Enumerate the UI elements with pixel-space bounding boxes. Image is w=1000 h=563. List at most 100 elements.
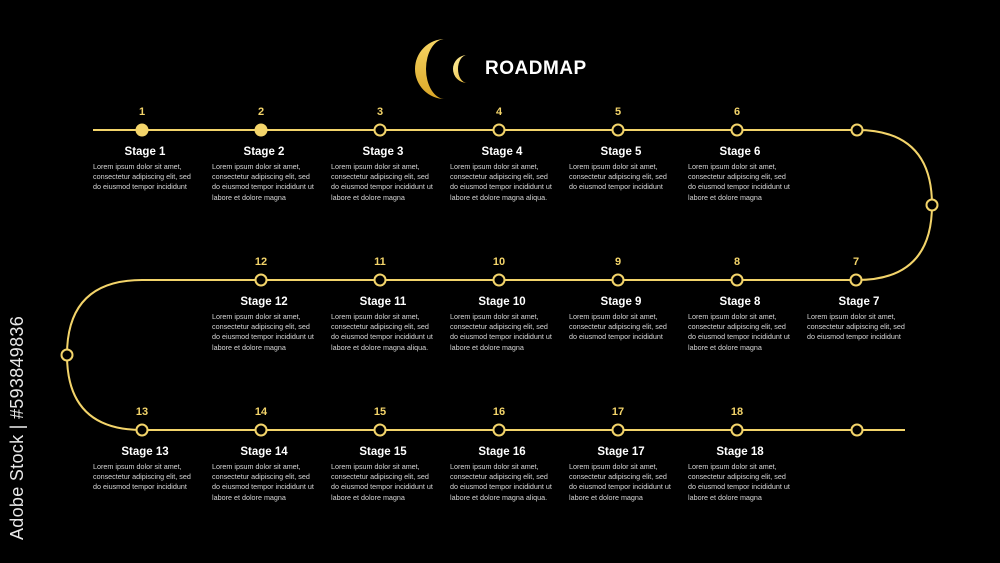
stage-title: Stage 14 [240,446,288,458]
stage-number: 15 [373,406,387,418]
stage-number: 4 [495,106,503,118]
stage-number: 2 [257,106,265,118]
stage-card: Stage 3 Lorem ipsum dolor sit amet, conse… [331,146,435,203]
connector-node [60,348,74,362]
connector-node [925,198,939,212]
stage-card: Stage 11 Lorem ipsum dolor sit amet, cons… [331,296,435,353]
stage-node [373,123,387,137]
header: ROADMAP [415,37,587,101]
stage-description: Lorem ipsum dolor sit amet, consectetur … [212,162,314,202]
stage-title: Stage 5 [600,146,642,158]
stage-number: 17 [611,406,625,418]
stage-node [730,273,744,287]
stage-title: Stage 7 [838,296,880,308]
stage-title: Stage 2 [243,146,285,158]
stage-title: Stage 18 [716,446,764,458]
stage-card: Stage 1 Lorem ipsum dolor sit amet, conse… [93,146,197,193]
stage-number: 11 [374,256,386,268]
stage-number: 12 [254,256,268,268]
stage-title: Stage 13 [121,446,169,458]
stage-node [611,273,625,287]
stage-number: 8 [733,256,741,268]
stage-card: Stage 12 Lorem ipsum dolor sit amet, cons… [212,296,316,353]
stage-title: Stage 1 [124,146,166,158]
stage-node [611,123,625,137]
stage-card: Stage 2 Lorem ipsum dolor sit amet, conse… [212,146,316,203]
stage-node [254,123,268,137]
stage-description: Lorem ipsum dolor sit amet, consectetur … [688,162,790,202]
stage-node [730,123,744,137]
connector-node [850,423,864,437]
stage-number: 1 [138,106,146,118]
stage-description: Lorem ipsum dolor sit amet, consectetur … [212,312,314,352]
stage-card: Stage 9 Lorem ipsum dolor sit amet, conse… [569,296,673,343]
stage-card: Stage 5 Lorem ipsum dolor sit amet, conse… [569,146,673,193]
stage-title: Stage 10 [478,296,526,308]
stage-node [492,123,506,137]
stage-description: Lorem ipsum dolor sit amet, consectetur … [93,162,191,192]
stage-description: Lorem ipsum dolor sit amet, consectetur … [331,462,433,502]
stage-card: Stage 17 Lorem ipsum dolor sit amet, cons… [569,446,673,503]
stage-title: Stage 11 [359,296,407,308]
stage-number: 5 [614,106,622,118]
connector-node [850,123,864,137]
page-title: ROADMAP [485,58,587,79]
stage-description: Lorem ipsum dolor sit amet, consectetur … [212,462,314,502]
stage-node [849,273,863,287]
stage-description: Lorem ipsum dolor sit amet, consectetur … [450,162,552,202]
stock-id-label: Adobe Stock | #593849836 [7,315,27,540]
stage-card: Stage 14 Lorem ipsum dolor sit amet, cons… [212,446,316,503]
stage-title: Stage 6 [719,146,761,158]
stage-card: Stage 18 Lorem ipsum dolor sit amet, cons… [688,446,792,503]
stage-title: Stage 15 [359,446,407,458]
stage-description: Lorem ipsum dolor sit amet, consectetur … [688,312,790,352]
stage-card: Stage 7 Lorem ipsum dolor sit amet, conse… [807,296,911,343]
stage-card: Stage 15 Lorem ipsum dolor sit amet, cons… [331,446,435,503]
stage-card: Stage 6 Lorem ipsum dolor sit amet, conse… [688,146,792,203]
stage-card: Stage 10 Lorem ipsum dolor sit amet, cons… [450,296,554,353]
stage-number: 6 [733,106,741,118]
stage-title: Stage 3 [362,146,404,158]
stage-number: 14 [254,406,268,418]
stage-description: Lorem ipsum dolor sit amet, consectetur … [331,162,433,202]
stage-title: Stage 16 [478,446,526,458]
stage-node [373,273,387,287]
stage-number: 10 [492,256,506,268]
stage-description: Lorem ipsum dolor sit amet, consectetur … [569,462,671,502]
stage-title: Stage 4 [481,146,523,158]
stage-title: Stage 8 [719,296,761,308]
stage-title: Stage 12 [240,296,288,308]
stage-number: 9 [614,256,622,268]
stage-title: Stage 17 [597,446,645,458]
stage-description: Lorem ipsum dolor sit amet, consectetur … [569,162,667,192]
stage-description: Lorem ipsum dolor sit amet, consectetur … [450,312,552,352]
stage-node [492,273,506,287]
stage-number: 3 [376,106,384,118]
crescent-logo-icon [415,39,467,99]
stage-number: 18 [730,406,744,418]
stage-node [730,423,744,437]
stage-number: 7 [852,256,860,268]
stage-card: Stage 8 Lorem ipsum dolor sit amet, conse… [688,296,792,353]
stage-number: 13 [135,406,149,418]
stage-node [254,423,268,437]
stage-node [135,423,149,437]
stage-description: Lorem ipsum dolor sit amet, consectetur … [569,312,667,342]
stage-node [254,273,268,287]
stage-card: Stage 4 Lorem ipsum dolor sit amet, conse… [450,146,554,203]
stage-description: Lorem ipsum dolor sit amet, consectetur … [807,312,905,342]
stage-number: 16 [492,406,506,418]
stage-description: Lorem ipsum dolor sit amet, consectetur … [93,462,191,492]
stage-description: Lorem ipsum dolor sit amet, consectetur … [450,462,552,502]
stage-node [135,123,149,137]
stage-title: Stage 9 [600,296,642,308]
stage-card: Stage 16 Lorem ipsum dolor sit amet, cons… [450,446,554,503]
stage-description: Lorem ipsum dolor sit amet, consectetur … [688,462,790,502]
stage-node [611,423,625,437]
stage-node [373,423,387,437]
stage-node [492,423,506,437]
stage-card: Stage 13 Lorem ipsum dolor sit amet, cons… [93,446,197,493]
stage-description: Lorem ipsum dolor sit amet, consectetur … [331,312,433,352]
